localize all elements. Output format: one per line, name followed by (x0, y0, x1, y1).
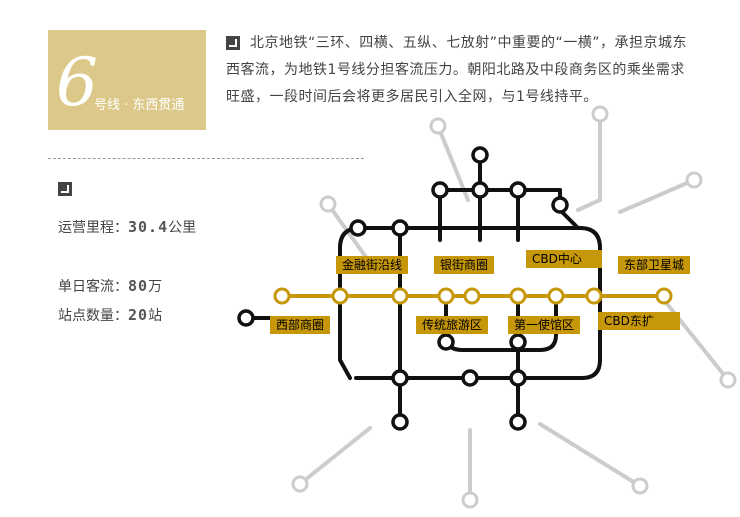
core-station (391, 369, 409, 387)
arrow-icon (58, 182, 72, 196)
label-west-business: 西部商圈 (270, 316, 331, 334)
core-station (391, 413, 409, 431)
core-station (461, 369, 479, 387)
core-station (237, 309, 255, 327)
core-station (509, 333, 527, 351)
core-network (244, 153, 602, 424)
line6-stations (273, 287, 673, 305)
intro-text: 北京地铁“三环、四横、五纵、七放射”中重要的“一横”，承担京城东西客流，为地铁1… (226, 35, 688, 105)
core-line (338, 298, 602, 380)
core-station (509, 181, 527, 199)
line6-station (331, 287, 349, 305)
outer-station (631, 477, 649, 495)
arrow-icon (226, 36, 240, 50)
core-stations (237, 146, 569, 431)
core-station (471, 181, 489, 199)
intro-paragraph: 北京地铁“三环、四横、五纵、七放射”中重要的“一横”，承担京城东西客流，为地铁1… (226, 30, 696, 111)
core-station (437, 333, 455, 351)
outer-station (685, 171, 703, 189)
stat-flow: 单日客流：80万 (58, 276, 162, 297)
line6-station (437, 287, 455, 305)
core-station (509, 413, 527, 431)
outer-station (291, 475, 309, 493)
core-line (338, 226, 602, 302)
line6-station (463, 287, 481, 305)
outer-stations (291, 105, 737, 509)
line6-station (655, 287, 673, 305)
line-number: 6 (56, 44, 98, 121)
stat-length-label: 运营里程： (58, 220, 128, 236)
outer-line (298, 426, 372, 486)
outer-line (436, 124, 470, 202)
line6-station (509, 287, 527, 305)
core-station (509, 369, 527, 387)
label-financial-street: 金融街沿线 (336, 256, 409, 274)
line6-station (273, 287, 291, 305)
line6-station (547, 287, 565, 305)
outer-line (538, 422, 642, 488)
stat-stations-unit: 站 (148, 308, 163, 324)
line-subtitle: 号线 · 东西贯通 (94, 98, 185, 113)
outer-line (618, 178, 696, 214)
outer-station (591, 105, 609, 123)
stat-flow-unit: 万 (148, 279, 163, 295)
label-east-satellite: 东部卫星城 (618, 256, 691, 274)
stat-length-value: 30.4 (128, 218, 169, 236)
label-cbd-center: CBD中心 (526, 250, 602, 268)
outer-station (719, 371, 737, 389)
divider (48, 158, 364, 159)
stat-flow-label: 单日客流： (58, 279, 128, 295)
core-station (431, 181, 449, 199)
stat-stations: 站点数量：20站 (58, 305, 162, 326)
stat-stations-value: 20 (128, 306, 149, 324)
outer-line (576, 112, 602, 212)
label-tourism: 传统旅游区 (416, 316, 489, 334)
core-station (551, 196, 569, 214)
stat-flow-value: 80 (128, 277, 149, 295)
outer-station (319, 195, 337, 213)
stat-length-unit: 公里 (168, 220, 197, 236)
line6-station (585, 287, 603, 305)
stat-length: 运营里程：30.4公里 (58, 217, 196, 238)
label-silver-street: 银街商圈 (434, 256, 495, 274)
label-embassy: 第一使馆区 (508, 316, 581, 334)
core-station (391, 219, 409, 237)
line-badge: 6 号线 · 东西贯通 (48, 30, 206, 130)
outer-network (298, 112, 730, 502)
stat-stations-label: 站点数量： (58, 308, 128, 324)
outer-station (461, 491, 479, 509)
line6-station (391, 287, 409, 305)
label-cbd-east: CBD东扩 (598, 312, 680, 330)
core-station (349, 219, 367, 237)
core-station (471, 146, 489, 164)
outer-station (429, 117, 447, 135)
